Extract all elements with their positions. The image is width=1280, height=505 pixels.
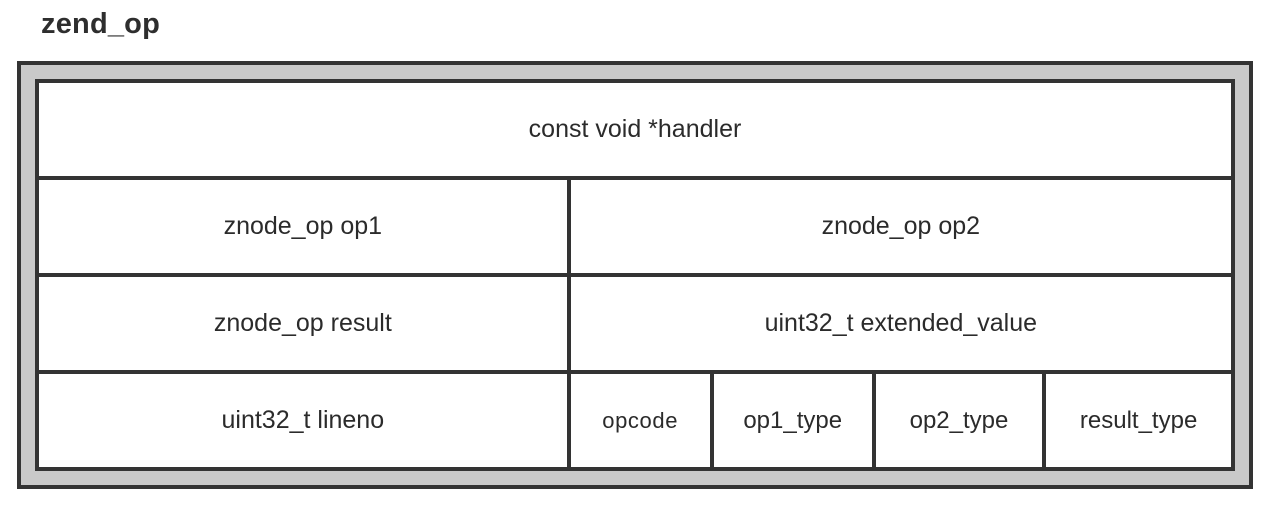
struct-row-lineno: uint32_t lineno opcode op1_type op2_type… [39,374,1231,467]
struct-field-op1-type: op1_type [713,374,876,467]
struct-outer-frame: const void *handler znode_op op1 znode_o… [17,61,1253,489]
struct-field-op1: znode_op op1 [39,180,571,273]
struct-field-result: znode_op result [39,277,571,370]
struct-field-lineno: uint32_t lineno [39,374,571,467]
struct-title: zend_op [41,8,161,40]
struct-row-operands: znode_op op1 znode_op op2 [39,180,1231,277]
struct-field-op2: znode_op op2 [570,180,1231,273]
struct-field-handler: const void *handler [39,83,1231,176]
struct-row-handler: const void *handler [39,83,1231,180]
struct-field-result-type: result_type [1046,374,1231,467]
struct-field-table: const void *handler znode_op op1 znode_o… [35,79,1235,471]
struct-field-op2-type: op2_type [875,374,1047,467]
struct-field-opcode: opcode [570,374,714,467]
struct-row-result: znode_op result uint32_t extended_value [39,277,1231,374]
struct-field-extended-value: uint32_t extended_value [570,277,1231,370]
